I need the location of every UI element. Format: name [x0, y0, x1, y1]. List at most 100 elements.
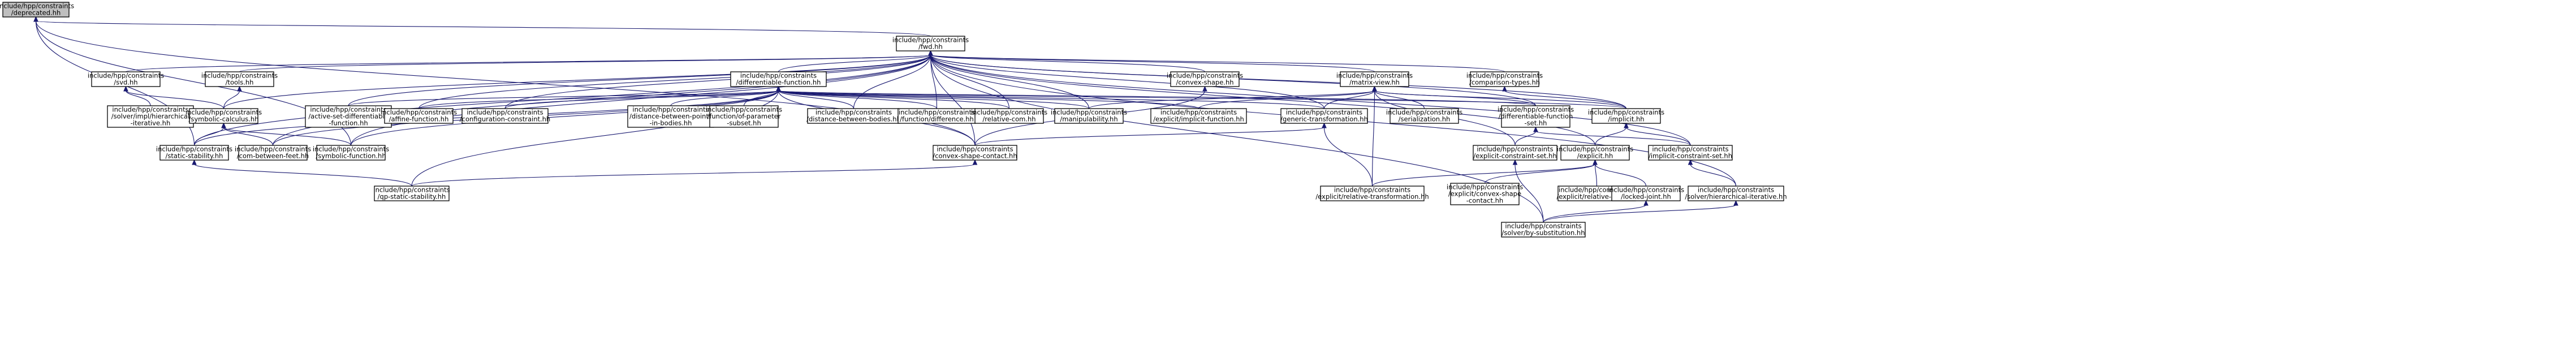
node-relcom[interactable]: include/hpp/constraints/relative-com.hh: [971, 108, 1047, 124]
node-explconstset[interactable]: include/hpp/constraints/explicit-constra…: [1473, 145, 1557, 161]
arrowhead-qpstatic-to-staticstab: [192, 159, 197, 165]
node-implconstset[interactable]: include/hpp/constraints/implicit-constra…: [1648, 145, 1733, 161]
node-combetween[interactable]: include/hpp/constraints/com-between-feet…: [235, 145, 311, 161]
node-explreltrans[interactable]: include/hpp/constraints/explicit/relativ…: [1315, 186, 1429, 201]
node-box-distpoints[interactable]: [627, 105, 714, 128]
node-box-convexshape[interactable]: [1170, 71, 1240, 87]
node-convexcontact[interactable]: include/hpp/constraints/convex-shape-con…: [933, 145, 1017, 161]
node-solverbysub[interactable]: include/hpp/constraints/solver/by-substi…: [1501, 222, 1586, 238]
node-label-explconvex-1: /explicit/convex-shape: [1448, 190, 1521, 198]
node-box-explconvex[interactable]: [1450, 183, 1520, 205]
node-generictrans[interactable]: include/hpp/constraints/generic-transfor…: [1280, 108, 1368, 124]
node-implicit[interactable]: include/hpp/constraints/implicit.hh: [1588, 108, 1664, 124]
node-symfunc[interactable]: include/hpp/constraints/symbolic-functio…: [313, 145, 389, 161]
node-box-difffunc[interactable]: [730, 71, 827, 87]
node-box-qpstatic[interactable]: [374, 186, 450, 201]
node-box-explconstset[interactable]: [1473, 145, 1557, 161]
node-box-affine[interactable]: [384, 108, 454, 124]
node-label-solverbysub-1: /solver/by-substitution.hh: [1502, 229, 1585, 237]
node-box-tools[interactable]: [205, 71, 274, 87]
node-box-explreltrans[interactable]: [1320, 186, 1425, 201]
node-box-diffset[interactable]: [1501, 105, 1570, 128]
node-box-fwd[interactable]: [896, 36, 965, 51]
node-explimpl[interactable]: include/hpp/constraints/explicit/implici…: [1150, 108, 1247, 124]
node-symcalc[interactable]: include/hpp/constraints/symbolic-calculu…: [185, 108, 262, 124]
node-label-comparison-0: include/hpp/constraints: [1466, 72, 1543, 80]
node-tools[interactable]: include/hpp/constraints/tools.hh: [201, 71, 278, 87]
node-box-manip[interactable]: [1054, 108, 1124, 124]
node-activeset[interactable]: include/hpp/constraints/active-set-diffe…: [305, 105, 392, 128]
node-difffunc[interactable]: include/hpp/constraints/differentiable-f…: [730, 71, 827, 87]
node-funcparam[interactable]: include/hpp/constraints/function/of-para…: [706, 105, 782, 128]
node-label-serialization-0: include/hpp/constraints: [1386, 109, 1462, 117]
node-box-solverbysub[interactable]: [1501, 222, 1586, 238]
node-box-serialization[interactable]: [1390, 108, 1459, 124]
node-box-deprecated[interactable]: [2, 2, 70, 18]
node-label-symcalc-1: /symbolic-calculus.hh: [189, 115, 259, 123]
node-label-implicit-1: /implicit.hh: [1608, 115, 1644, 123]
node-label-generictrans-0: include/hpp/constraints: [1286, 109, 1362, 117]
node-box-implicit[interactable]: [1591, 108, 1661, 124]
node-box-distbodies[interactable]: [807, 108, 900, 124]
node-box-combetween[interactable]: [238, 145, 308, 161]
node-box-config[interactable]: [461, 108, 549, 124]
node-label-explreltrans-1: /explicit/relative-transformation.hh: [1315, 193, 1429, 201]
node-funcdiff[interactable]: include/hpp/constraints/function/differe…: [897, 108, 976, 124]
node-affine[interactable]: include/hpp/constraints/affine-function.…: [381, 108, 457, 124]
node-label-implconstset-0: include/hpp/constraints: [1652, 145, 1728, 153]
node-diffset[interactable]: include/hpp/constraints/differentiable-f…: [1498, 105, 1574, 128]
node-box-comparison[interactable]: [1470, 71, 1539, 87]
node-label-explicit-0: include/hpp/constraints: [1557, 145, 1633, 153]
node-staticstab[interactable]: include/hpp/constraints/static-stability…: [156, 145, 232, 161]
node-comparison[interactable]: include/hpp/constraints/comparison-types…: [1466, 71, 1543, 87]
node-label-serialization-1: /serialization.hh: [1399, 115, 1451, 123]
node-convexshape[interactable]: include/hpp/constraints/convex-shape.hh: [1167, 71, 1243, 87]
node-box-symfunc[interactable]: [316, 145, 386, 161]
node-box-solverhieriter[interactable]: [1688, 186, 1784, 201]
node-config[interactable]: include/hpp/constraints/configuration-co…: [460, 108, 550, 124]
node-solverhier[interactable]: include/hpp/constraints/solver/impl/hier…: [107, 105, 194, 128]
node-manip[interactable]: include/hpp/constraints/manipulability.h…: [1051, 108, 1127, 124]
node-label-deprecated-0: include/hpp/constraints: [0, 2, 74, 10]
node-svd[interactable]: include/hpp/constraints/svd.hh: [88, 71, 164, 87]
arrowhead-solverhieriter-to-implconstset: [1688, 159, 1693, 165]
node-label-affine-0: include/hpp/constraints: [381, 109, 457, 117]
node-label-manip-0: include/hpp/constraints: [1051, 109, 1127, 117]
node-fwd[interactable]: include/hpp/constraints/fwd.hh: [892, 36, 969, 51]
node-locked[interactable]: include/hpp/constraints/locked-joint.hh: [1608, 186, 1684, 201]
node-matrixview[interactable]: include/hpp/constraints/matrix-view.hh: [1336, 71, 1413, 87]
node-box-relcom[interactable]: [974, 108, 1044, 124]
node-box-convexcontact[interactable]: [933, 145, 1017, 161]
node-box-solverhier[interactable]: [107, 105, 194, 128]
node-label-svd-0: include/hpp/constraints: [88, 72, 164, 80]
node-distpoints[interactable]: include/hpp/constraints/distance-between…: [627, 105, 714, 128]
node-box-explicit[interactable]: [1560, 145, 1630, 161]
node-box-generictrans[interactable]: [1280, 108, 1368, 124]
edge-symcalc-to-svd: [125, 90, 225, 109]
node-label-convexcontact-1: /convex-shape-contact.hh: [933, 152, 1017, 160]
edge-generictrans-to-matrixview: [1323, 90, 1375, 109]
node-box-implconstset[interactable]: [1648, 145, 1733, 161]
node-qpstatic[interactable]: include/hpp/constraints/qp-static-stabil…: [373, 186, 450, 201]
node-distbodies[interactable]: include/hpp/constraints/distance-between…: [806, 108, 901, 124]
node-label-explconstset-0: include/hpp/constraints: [1477, 145, 1553, 153]
node-explicit[interactable]: include/hpp/constraints/explicit.hh: [1557, 145, 1633, 161]
node-solverhieriter[interactable]: include/hpp/constraints/solver/hierarchi…: [1685, 186, 1787, 201]
edge-implicit-to-fwd: [930, 54, 1627, 109]
edge-activeset-to-fwd: [348, 54, 931, 106]
node-explconvex[interactable]: include/hpp/constraints/explicit/convex-…: [1447, 183, 1523, 205]
node-box-explimpl[interactable]: [1150, 108, 1247, 124]
node-box-svd[interactable]: [91, 71, 161, 87]
node-serialization[interactable]: include/hpp/constraints/serialization.hh: [1386, 108, 1462, 124]
node-box-activeset[interactable]: [305, 105, 392, 128]
node-deprecated[interactable]: include/hpp/constraints/deprecated.hh: [0, 2, 74, 18]
node-box-symcalc[interactable]: [189, 108, 258, 124]
node-box-funcparam[interactable]: [709, 105, 779, 128]
node-box-matrixview[interactable]: [1340, 71, 1409, 87]
node-box-staticstab[interactable]: [159, 145, 229, 161]
edge-explicit-to-implicit: [1594, 127, 1627, 146]
node-label-explimpl-0: include/hpp/constraints: [1160, 109, 1237, 117]
node-label-convexshape-1: /convex-shape.hh: [1176, 79, 1233, 87]
edge-solverbysub-to-solverhieriter: [1543, 204, 1737, 223]
node-box-locked[interactable]: [1611, 186, 1681, 201]
